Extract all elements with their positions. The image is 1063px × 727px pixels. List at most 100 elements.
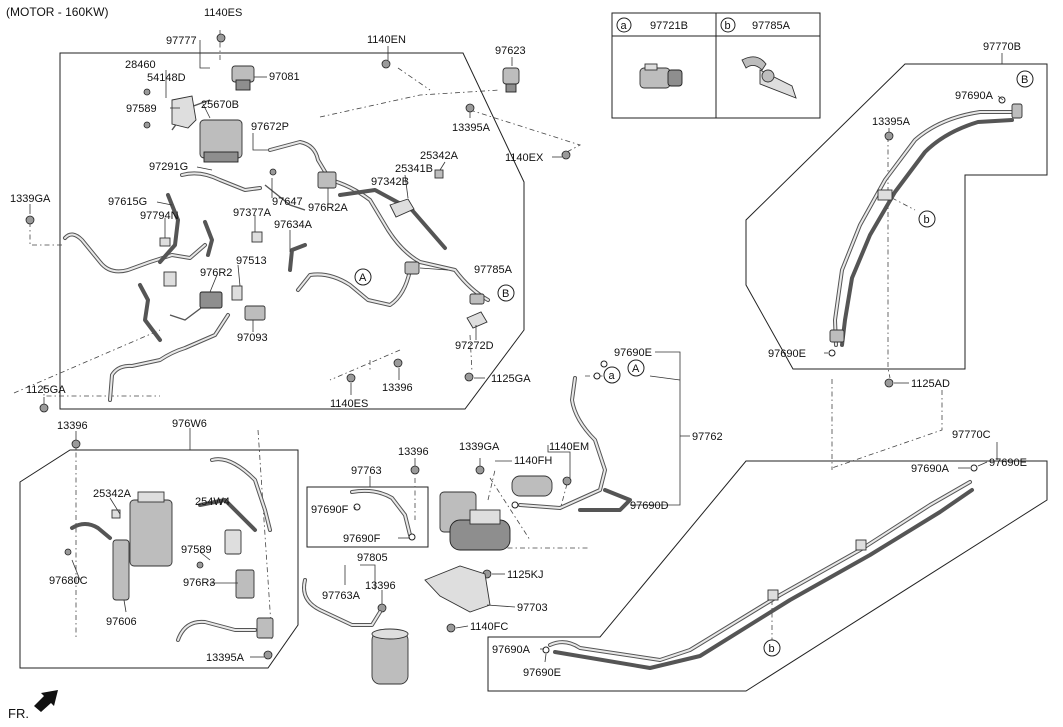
label-97690E-mid: 97690E — [614, 347, 652, 359]
marker-b-upper: b — [924, 214, 930, 226]
legend-marker-b: b — [725, 20, 731, 32]
part-labels: 1140ES 97777 28460 54148D 97081 97589 25… — [10, 7, 1027, 679]
label-1140EN: 1140EN — [367, 34, 406, 46]
label-97589-top: 97589 — [126, 103, 157, 115]
label-1140EX: 1140EX — [505, 152, 544, 164]
label-97589-left: 97589 — [181, 544, 212, 556]
hose-assembly-97770C-frame — [487, 460, 1048, 692]
label-97606: 97606 — [106, 616, 137, 628]
label-97615G: 97615G — [108, 196, 147, 208]
chiller-assembly-976W6-frame — [19, 449, 299, 669]
label-25342A-top: 25342A — [420, 150, 459, 162]
clip-97785A-icon — [741, 56, 797, 99]
label-13395A-ur: 13395A — [872, 116, 911, 128]
label-97690F-2: 97690F — [343, 533, 381, 545]
label-97680C: 97680C — [49, 575, 88, 587]
label-97770C: 97770C — [952, 429, 991, 441]
label-25342A-left: 25342A — [93, 488, 132, 500]
diagram-title: (MOTOR - 160KW) — [6, 5, 108, 19]
label-97785A-main: 97785A — [474, 264, 513, 276]
label-13396-left: 13396 — [57, 420, 88, 432]
label-1125KJ: 1125KJ — [507, 569, 544, 581]
label-97690F-1: 97690F — [311, 504, 349, 516]
center-components — [302, 360, 632, 685]
marker-a-hose: a — [609, 370, 616, 382]
label-97690D: 97690D — [630, 500, 669, 512]
label-1140FC: 1140FC — [470, 621, 508, 633]
hose-97770B — [828, 96, 1023, 357]
label-13396-c: 13396 — [398, 446, 429, 458]
label-97690A-lr: 97690A — [911, 463, 950, 475]
legend-part-b: 97785A — [752, 20, 791, 32]
label-97703: 97703 — [517, 602, 548, 614]
label-976W6: 976W6 — [172, 418, 207, 430]
label-254W4: 254W4 — [195, 496, 230, 508]
legend-marker-a: a — [621, 20, 628, 32]
marker-B-upper: B — [1021, 74, 1028, 86]
main-piping — [63, 99, 490, 402]
label-97763A: 97763A — [322, 590, 361, 602]
label-97805: 97805 — [357, 552, 388, 564]
label-976R3: 976R3 — [183, 577, 215, 589]
label-97513: 97513 — [236, 255, 267, 267]
label-1339GA-c: 1339GA — [459, 441, 500, 453]
label-97272D: 97272D — [455, 340, 494, 352]
label-54148D: 54148D — [147, 72, 186, 84]
marker-A-main: A — [359, 272, 367, 284]
chiller-components — [64, 457, 274, 642]
label-97093: 97093 — [237, 332, 268, 344]
label-1339GA-left: 1339GA — [10, 193, 51, 205]
label-1125GA-mid: 1125GA — [491, 373, 531, 385]
fasteners — [25, 33, 894, 660]
leader-lines — [29, 40, 1004, 663]
label-976R2: 976R2 — [200, 267, 232, 279]
marker-A-hose: A — [632, 363, 640, 375]
label-97763: 97763 — [351, 465, 382, 477]
label-97672P: 97672P — [251, 121, 289, 133]
arrow-down-left-icon — [34, 690, 58, 712]
label-97081: 97081 — [269, 71, 300, 83]
label-1140FH: 1140FH — [514, 455, 552, 467]
label-97623: 97623 — [495, 45, 526, 57]
sensor-97721B-icon — [639, 63, 683, 89]
label-97690E-lr: 97690E — [989, 457, 1027, 469]
label-13396-mid: 13396 — [382, 382, 413, 394]
label-1140ES-bot: 1140ES — [330, 398, 368, 410]
label-1125AD: 1125AD — [911, 378, 950, 390]
hose-assembly-97770B-frame — [745, 63, 1048, 370]
label-13395A-bot: 13395A — [206, 652, 245, 664]
label-28460: 28460 — [125, 59, 156, 71]
label-97377A: 97377A — [233, 207, 272, 219]
hose-97770C — [542, 464, 978, 670]
label-97342B: 97342B — [371, 176, 409, 188]
hose-97763-frame — [306, 486, 429, 548]
label-97291G: 97291G — [149, 161, 188, 173]
label-1140EM: 1140EM — [549, 441, 589, 453]
label-97690E-bl: 97690E — [523, 667, 561, 679]
label-97770B: 97770B — [983, 41, 1021, 53]
label-97690E-ur: 97690E — [768, 348, 806, 360]
main-components — [159, 65, 520, 329]
label-25670B: 25670B — [201, 99, 239, 111]
label-97634A: 97634A — [274, 219, 313, 231]
label-976R2A: 976R2A — [308, 202, 348, 214]
main-assembly-frame — [59, 52, 525, 410]
label-97794N: 97794N — [140, 210, 179, 222]
label-1140ES-top: 1140ES — [204, 7, 242, 19]
label-13395A-top: 13395A — [452, 122, 491, 134]
callout-markers: A B A a B b b — [354, 70, 1034, 657]
legend-table: a 97721B b 97785A — [611, 12, 821, 119]
label-97777: 97777 — [166, 35, 197, 47]
label-97647: 97647 — [272, 196, 303, 208]
label-97762: 97762 — [692, 431, 723, 443]
label-97690A-bl: 97690A — [492, 644, 531, 656]
marker-b-lower: b — [769, 643, 775, 655]
front-direction-indicator: FR. — [8, 690, 58, 721]
marker-B-main: B — [502, 288, 509, 300]
label-97690A-ur: 97690A — [955, 90, 994, 102]
label-25341B: 25341B — [395, 163, 433, 175]
legend-part-a: 97721B — [650, 20, 688, 32]
label-13396-b: 13396 — [365, 580, 396, 592]
label-1125GA-left: 1125GA — [26, 384, 66, 396]
